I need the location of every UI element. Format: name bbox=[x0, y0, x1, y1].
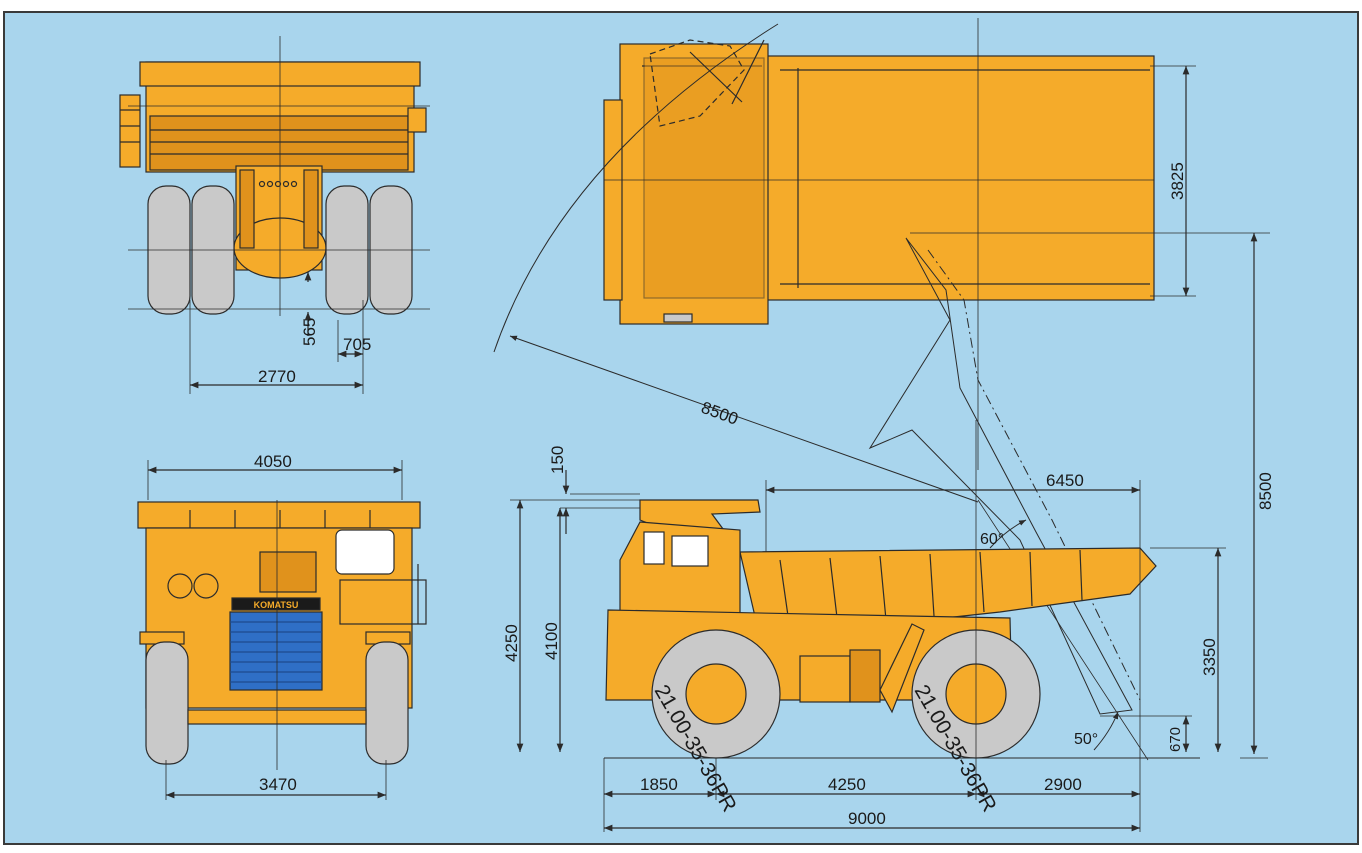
top-view bbox=[603, 18, 1270, 470]
side-cab-window bbox=[671, 535, 709, 567]
top-canopy bbox=[643, 57, 765, 299]
dim-body-length: 6450 bbox=[1046, 471, 1084, 490]
dim-body-width: 3825 bbox=[1168, 162, 1187, 200]
front-view bbox=[137, 460, 427, 800]
rear-ladder bbox=[119, 94, 141, 168]
dim-front-track: 3470 bbox=[259, 775, 297, 794]
front-tire-left bbox=[145, 641, 189, 765]
rear-view bbox=[119, 36, 430, 394]
front-body-rim bbox=[137, 501, 421, 529]
dim-body-height: 3350 bbox=[1200, 638, 1219, 676]
dim-rear-track: 2770 bbox=[258, 367, 296, 386]
dim-dump-height: 8500 bbox=[1256, 472, 1275, 510]
dim-cab-height: 4100 bbox=[542, 622, 561, 660]
dim-tire-width: 705 bbox=[343, 335, 371, 354]
dim-rear-overhang: 2900 bbox=[1044, 775, 1082, 794]
angle-dump: 60° bbox=[980, 531, 1004, 548]
dim-front-overhang: 1850 bbox=[640, 775, 678, 794]
top-body bbox=[765, 55, 1155, 301]
cab-window bbox=[335, 529, 395, 575]
side-view bbox=[510, 233, 1268, 832]
dump-geometry bbox=[493, 23, 1149, 761]
dim-overall-height: 4250 bbox=[502, 624, 521, 662]
front-headlight-right bbox=[193, 573, 219, 599]
dim-wheelbase: 4250 bbox=[828, 775, 866, 794]
radiator-grille bbox=[229, 611, 323, 691]
dim-ground-clearance: 565 bbox=[300, 318, 319, 346]
dim-overall-width: 4050 bbox=[254, 452, 292, 471]
brand-logo: KOMATSU bbox=[254, 600, 299, 610]
dim-tail-clearance: 670 bbox=[1167, 727, 1184, 752]
front-headlight-left bbox=[167, 573, 193, 599]
brand-plate bbox=[231, 597, 321, 611]
rear-light bbox=[407, 107, 427, 133]
front-tire-right bbox=[365, 641, 409, 765]
dim-overall-length: 9000 bbox=[848, 809, 886, 828]
dim-canopy-step: 150 bbox=[548, 446, 567, 474]
angle-departure: 50° bbox=[1074, 731, 1098, 748]
